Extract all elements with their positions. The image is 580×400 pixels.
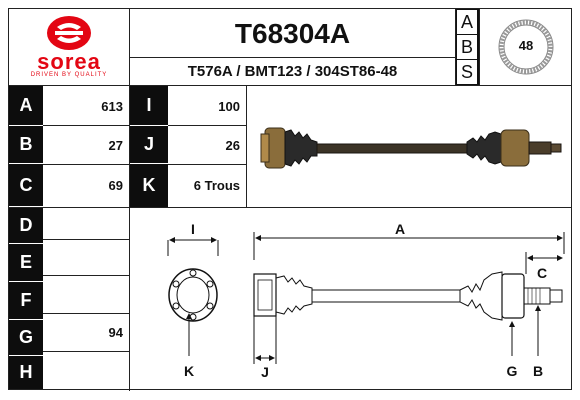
cross-references: T576A / BMT123 / 304ST86-48	[187, 63, 398, 80]
spec-letter-h: H	[9, 356, 43, 389]
spec-value-j: 26	[225, 137, 240, 153]
brand-name: sorea	[37, 49, 101, 74]
abs-letter-a: A	[457, 10, 477, 34]
dim-label-j: J	[261, 364, 269, 380]
spec-value-k: 6 Trous	[193, 178, 240, 193]
spec-value-i: 100	[218, 98, 240, 114]
dim-label-a: A	[395, 221, 405, 237]
spec-letter-i: I	[130, 86, 168, 126]
spec-value-c: 69	[108, 178, 123, 193]
spec-letter-c: C	[9, 164, 43, 207]
dimension-diagram: I K A C	[130, 208, 571, 389]
dim-label-c: C	[537, 265, 547, 281]
spec-letter-f: F	[9, 282, 43, 320]
abs-gear-icon	[498, 19, 554, 75]
spec-letter-b: B	[9, 126, 43, 164]
dim-label-i: I	[191, 221, 195, 237]
spec-value-h	[43, 356, 129, 389]
spec-letter-d: D	[9, 208, 43, 244]
part-number-title: T68304A	[234, 18, 351, 49]
dimension-diagram-svg: I K A C	[167, 221, 565, 380]
spec-letter-a: A	[9, 86, 43, 126]
brand-logo: sorea DRIVEN BY QUALITY	[9, 9, 129, 85]
spec-sheet: sorea DRIVEN BY QUALITY T68304A T576A / …	[8, 8, 572, 391]
spec-letter-e: E	[9, 244, 43, 282]
driveshaft-photo	[247, 86, 571, 207]
sorea-logo-icon	[47, 16, 91, 50]
spec-value-g: 94	[108, 324, 123, 340]
abs-ring: 48	[480, 9, 572, 85]
driveshaft-photo-icon	[260, 127, 562, 169]
spec-letter-j: J	[130, 126, 168, 164]
spec-value-b: 27	[108, 137, 123, 153]
abs-letter-b: B	[457, 35, 477, 59]
dim-label-b: B	[533, 363, 543, 379]
spec-value-a: 613	[101, 98, 123, 114]
spec-letter-g: G	[9, 320, 43, 356]
spec-letter-k: K	[130, 164, 168, 207]
dim-label-k: K	[184, 363, 194, 379]
dim-label-g: G	[507, 363, 518, 379]
abs-teeth-count: 48	[518, 38, 534, 53]
brand-tagline: DRIVEN BY QUALITY	[30, 72, 108, 78]
abs-letter-s: S	[457, 60, 477, 84]
spec-value-e	[43, 244, 129, 282]
